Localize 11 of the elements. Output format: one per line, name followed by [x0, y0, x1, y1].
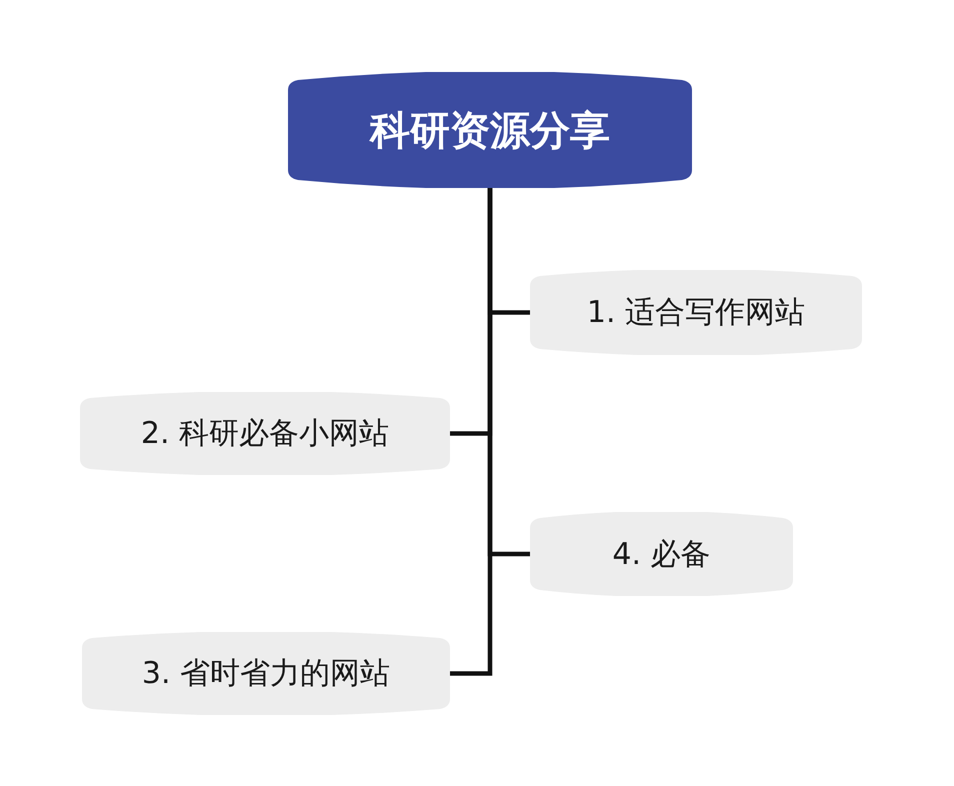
subtopic [530, 270, 862, 355]
subtopic [82, 632, 450, 715]
root-topic [288, 72, 692, 188]
title-text: 科研资源分享 [370, 106, 610, 156]
topic-text: 2. 科研必备小网站 [140, 415, 390, 453]
connector-line [450, 188, 492, 676]
topic-text: 1. 适合写作网站 [586, 294, 806, 332]
topic-text: 3. 省时省力的网站 [142, 655, 390, 693]
topic-text: 4. 必备 [612, 536, 711, 574]
subtopic [530, 512, 793, 596]
subtopic [80, 392, 450, 475]
